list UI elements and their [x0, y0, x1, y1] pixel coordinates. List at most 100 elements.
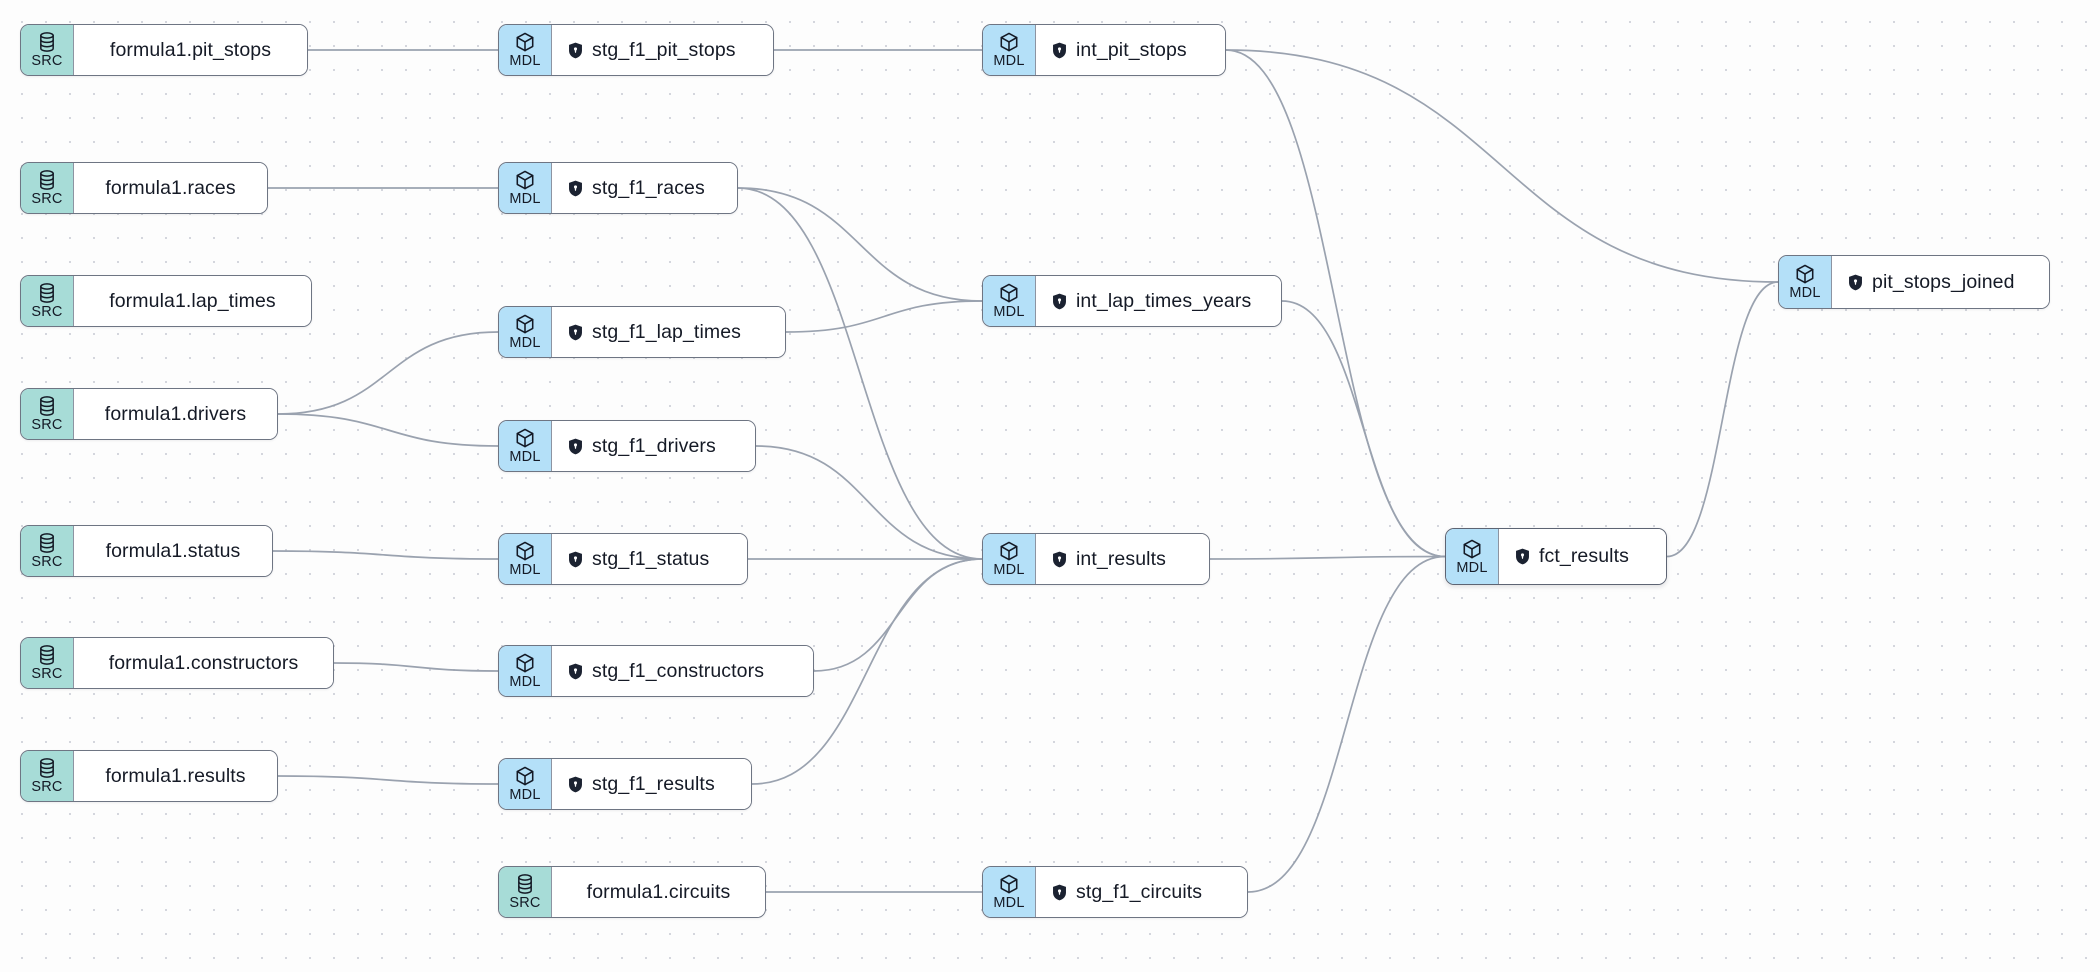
- database-cylinder-icon: [37, 532, 57, 554]
- shield-lock-icon: [1052, 551, 1076, 568]
- badge-tag: SRC: [31, 304, 63, 321]
- badge-tag: SRC: [31, 417, 63, 434]
- lineage-node-int_pit_stops[interactable]: MDL int_pit_stops: [982, 24, 1226, 76]
- badge-tag: MDL: [509, 562, 541, 579]
- shield-lock-icon: [1848, 274, 1872, 291]
- node-body: stg_f1_drivers: [552, 421, 755, 471]
- badge-tag: SRC: [31, 191, 63, 208]
- badge-tag: SRC: [31, 53, 63, 70]
- model-badge: MDL: [499, 646, 552, 696]
- lineage-node-pit_stops_joined[interactable]: MDL pit_stops_joined: [1778, 255, 2050, 309]
- node-body: fct_results: [1499, 529, 1666, 584]
- lineage-edge-stg_drivers-to-int_results: [755, 445, 983, 560]
- cube-icon: [514, 540, 536, 562]
- node-label: formula1.lap_times: [109, 289, 276, 312]
- node-label: formula1.results: [105, 764, 246, 787]
- node-label: formula1.circuits: [586, 880, 731, 903]
- shield-lock-icon: [568, 663, 592, 680]
- badge-tag: MDL: [993, 895, 1025, 912]
- cube-icon: [998, 282, 1020, 304]
- lineage-edge-stg_races-to-int_results: [737, 187, 983, 560]
- badge-tag: SRC: [31, 779, 63, 796]
- node-label: fct_results: [1539, 545, 1629, 567]
- lineage-edge-src_results-to-stg_results: [277, 775, 499, 785]
- cube-icon: [514, 427, 536, 449]
- cube-icon: [998, 31, 1020, 53]
- cube-icon: [1461, 538, 1483, 560]
- lineage-node-src_pit_stops[interactable]: SRC formula1.pit_stops: [20, 24, 308, 76]
- badge-tag: MDL: [993, 562, 1025, 579]
- badge-tag: MDL: [509, 53, 541, 70]
- cube-icon: [998, 540, 1020, 562]
- lineage-node-src_status[interactable]: SRC formula1.status: [20, 525, 273, 577]
- model-badge: MDL: [499, 25, 552, 75]
- node-body: stg_f1_pit_stops: [552, 25, 773, 75]
- shield-lock-icon: [1515, 548, 1539, 565]
- badge-tag: SRC: [31, 554, 63, 571]
- lineage-edge-src_drivers-to-stg_lap_times: [277, 331, 499, 415]
- model-badge: MDL: [499, 534, 552, 584]
- shield-lock-icon: [568, 438, 592, 455]
- database-cylinder-icon: [37, 31, 57, 53]
- lineage-node-src_lap_times[interactable]: SRC formula1.lap_times: [20, 275, 312, 327]
- database-cylinder-icon: [37, 757, 57, 779]
- database-cylinder-icon: [37, 282, 57, 304]
- shield-lock-icon: [568, 42, 592, 59]
- node-body: stg_f1_races: [552, 163, 737, 213]
- lineage-node-src_races[interactable]: SRC formula1.races: [20, 162, 268, 214]
- lineage-edge-src_drivers-to-stg_drivers: [277, 413, 499, 447]
- source-badge: SRC: [21, 751, 74, 801]
- node-label: stg_f1_races: [592, 176, 705, 199]
- node-label: formula1.drivers: [104, 402, 247, 425]
- node-body: formula1.circuits: [552, 867, 765, 917]
- node-label: formula1.constructors: [108, 651, 299, 674]
- node-body: formula1.lap_times: [74, 276, 311, 326]
- node-label: stg_f1_lap_times: [592, 320, 742, 343]
- cube-icon: [514, 652, 536, 674]
- lineage-node-src_drivers[interactable]: SRC formula1.drivers: [20, 388, 278, 440]
- database-cylinder-icon: [37, 644, 57, 666]
- shield-lock-icon: [1052, 293, 1076, 310]
- node-label: formula1.races: [105, 176, 236, 199]
- node-body: formula1.pit_stops: [74, 25, 307, 75]
- lineage-edge-fct_results-to-pit_stops_joined: [1666, 281, 1779, 558]
- model-badge: MDL: [983, 867, 1036, 917]
- cube-icon: [514, 313, 536, 335]
- node-label: stg_f1_results: [592, 772, 715, 795]
- model-badge: MDL: [983, 25, 1036, 75]
- node-body: formula1.status: [74, 526, 272, 576]
- node-body: pit_stops_joined: [1832, 256, 2049, 308]
- source-badge: SRC: [21, 276, 74, 326]
- badge-tag: MDL: [1789, 285, 1821, 302]
- badge-tag: MDL: [509, 674, 541, 691]
- shield-lock-icon: [568, 551, 592, 568]
- shield-lock-icon: [1052, 42, 1076, 59]
- model-badge: MDL: [983, 534, 1036, 584]
- lineage-node-int_results[interactable]: MDL int_results: [982, 533, 1210, 585]
- cube-icon: [1794, 263, 1816, 285]
- shield-lock-icon: [568, 324, 592, 341]
- node-label: pit_stops_joined: [1872, 270, 2015, 293]
- source-badge: SRC: [21, 163, 74, 213]
- node-label: int_pit_stops: [1076, 38, 1187, 61]
- node-body: int_results: [1036, 534, 1209, 584]
- lineage-node-src_results[interactable]: SRC formula1.results: [20, 750, 278, 802]
- cube-icon: [998, 873, 1020, 895]
- lineage-node-stg_races[interactable]: MDL stg_f1_races: [498, 162, 738, 214]
- lineage-node-stg_pit_stops[interactable]: MDL stg_f1_pit_stops: [498, 24, 774, 76]
- badge-tag: MDL: [509, 191, 541, 208]
- source-badge: SRC: [21, 389, 74, 439]
- shield-lock-icon: [568, 180, 592, 197]
